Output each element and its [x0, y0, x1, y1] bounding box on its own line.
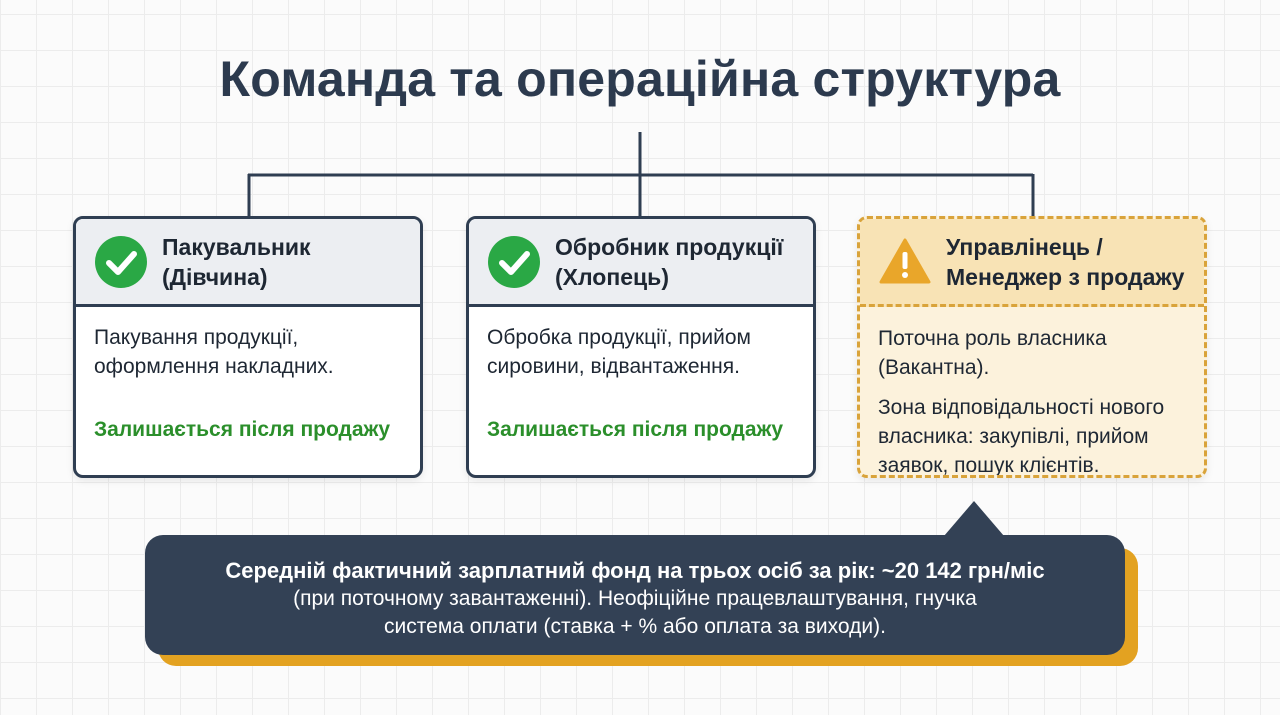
- role-description: Пакування продукції, оформлення накладни…: [94, 326, 334, 378]
- role-status: Залишається після продажу: [94, 418, 391, 441]
- role-status: Залишається після продажу: [487, 418, 784, 441]
- role-card-header: Управлінець / Менеджер з продажу: [860, 219, 1204, 307]
- payroll-summary: Середній фактичний зарплатний фонд на тр…: [225, 558, 1045, 583]
- check-circle-icon: [488, 235, 540, 288]
- employment-terms: (при поточному завантаженні). Неофіційне…: [293, 587, 977, 638]
- check-circle-icon: [95, 235, 147, 288]
- summary-callout: Середній фактичний зарплатний фонд на тр…: [145, 535, 1125, 655]
- role-card-header: Пакувальник (Дівчина): [76, 219, 420, 307]
- role-current-owner-note: Поточна роль власника (Вакантна).: [878, 327, 1107, 379]
- page-title: Команда та операційна структура: [219, 51, 1061, 107]
- role-card-header: Обробник продукції (Хлопець): [469, 219, 813, 307]
- role-description: Обробка продукції, прийом сировини, відв…: [487, 326, 751, 378]
- role-card-packer: Пакувальник (Дівчина) Пакування продукці…: [73, 216, 423, 478]
- warning-triangle-icon: [879, 238, 931, 283]
- role-title: Управлінець / Менеджер з продажу: [946, 233, 1185, 290]
- role-title: Обробник продукції (Хлопець): [555, 233, 784, 290]
- role-card-processor: Обробник продукції (Хлопець) Обробка про…: [466, 216, 816, 478]
- role-title: Пакувальник (Дівчина): [162, 233, 311, 290]
- role-card-manager: Управлінець / Менеджер з продажу Поточна…: [857, 216, 1207, 478]
- role-new-owner-responsibilities: Зона відповідальності нового власника: з…: [878, 396, 1165, 477]
- summary-callout-pointer: [944, 501, 1004, 536]
